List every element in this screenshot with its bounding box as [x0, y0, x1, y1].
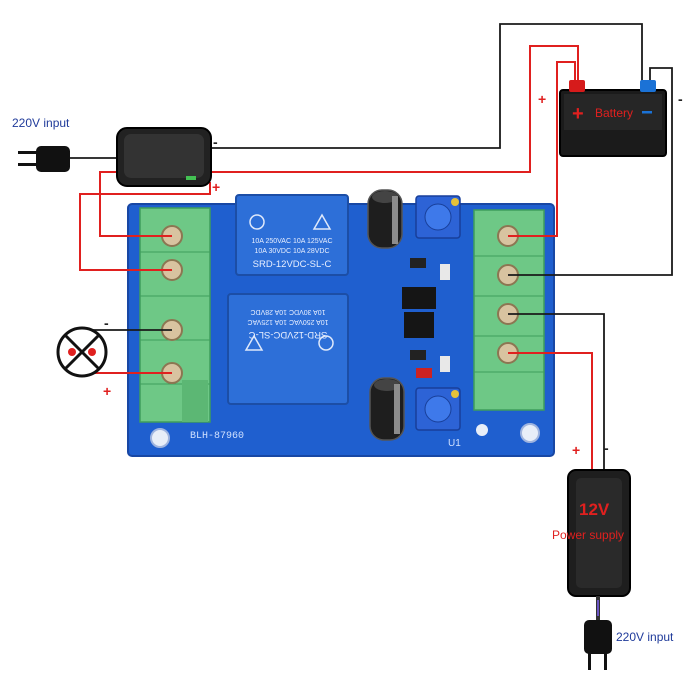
- wire-charger-to-terminal: [79, 182, 211, 271]
- relay-top: 10A 250VAC 10A 125VAC 10A 30VDC 10A 28VD…: [235, 194, 349, 276]
- battery-minus-terminal: [640, 80, 656, 92]
- relay-top-model: SRD-12VDC-SL-C: [253, 259, 332, 270]
- relay-bottom-rating-1: 10A 250VAC 10A 125VAC: [247, 318, 328, 325]
- cqc-logo-icon: [318, 335, 334, 351]
- load-plus-sign: +: [103, 383, 112, 399]
- load-minus-sign: -: [104, 315, 109, 331]
- battery-plus-terminal: [569, 80, 585, 92]
- charger-plus-sign: +: [212, 179, 221, 195]
- relay-top-rating-1: 10A 250VAC 10A 125VAC: [251, 238, 332, 245]
- wire-battery-minus: [508, 67, 673, 276]
- board-tag: U1: [448, 438, 461, 449]
- charger-minus-sign: -: [213, 134, 218, 150]
- cqc-logo-icon: [249, 214, 265, 230]
- left-terminal-block: [139, 207, 211, 423]
- relay-bottom-rating-2: 10A 30VDC 10A 28VDC: [250, 308, 325, 315]
- power-supply: [567, 469, 631, 620]
- warning-triangle-icon: [312, 213, 332, 230]
- wire-charger-minus: [210, 23, 643, 149]
- wire-supply-plus: [508, 352, 593, 470]
- battery-minus-sign: [642, 111, 652, 114]
- supply-voltage: 12V: [579, 500, 610, 519]
- battery-label: Battery: [595, 106, 633, 120]
- mounting-hole: [476, 424, 488, 436]
- ic-chips: [402, 258, 450, 378]
- mains-input-label-top: 220V input: [12, 116, 70, 130]
- mains-input-label-bottom: 220V input: [616, 630, 674, 644]
- mounting-hole: [520, 423, 540, 443]
- relay-bottom: SRD-12VDC-SL-C 10A 250VAC 10A 125VAC 10A…: [227, 293, 349, 405]
- relay-bottom-model: SRD-12VDC-SL-C: [249, 329, 328, 340]
- potentiometer-bottom: [415, 387, 461, 431]
- capacitor-top: [367, 189, 403, 249]
- potentiometer-top: [415, 195, 461, 239]
- mains-plug-bottom: [584, 620, 612, 670]
- supply-plus-sign: +: [572, 442, 581, 458]
- load-lamp: [56, 326, 108, 378]
- right-terminal-block: [473, 209, 545, 411]
- battery-wire-minus-sign: -: [678, 91, 683, 107]
- battery-wire-plus-sign: +: [538, 91, 547, 107]
- mains-plug-top: [18, 146, 70, 172]
- relay-top-rating-2: 10A 30VDC 10A 28VDC: [254, 248, 329, 255]
- wire-charger-plus: [99, 45, 579, 237]
- battery-plus-sign: +: [572, 103, 584, 125]
- board-id: BLH-87960: [190, 431, 244, 442]
- capacitor-bottom: [369, 377, 405, 441]
- battery: + Battery: [559, 80, 667, 157]
- red-wires: [79, 45, 593, 470]
- wire-battery-plus: [508, 61, 576, 237]
- supply-minus-sign: -: [604, 440, 609, 456]
- warning-triangle-icon: [244, 334, 264, 351]
- supply-name: Power supply: [552, 528, 624, 542]
- black-wires: [70, 23, 673, 470]
- mounting-hole: [150, 428, 170, 448]
- charger: [116, 127, 212, 187]
- wire-supply-minus: [508, 313, 605, 470]
